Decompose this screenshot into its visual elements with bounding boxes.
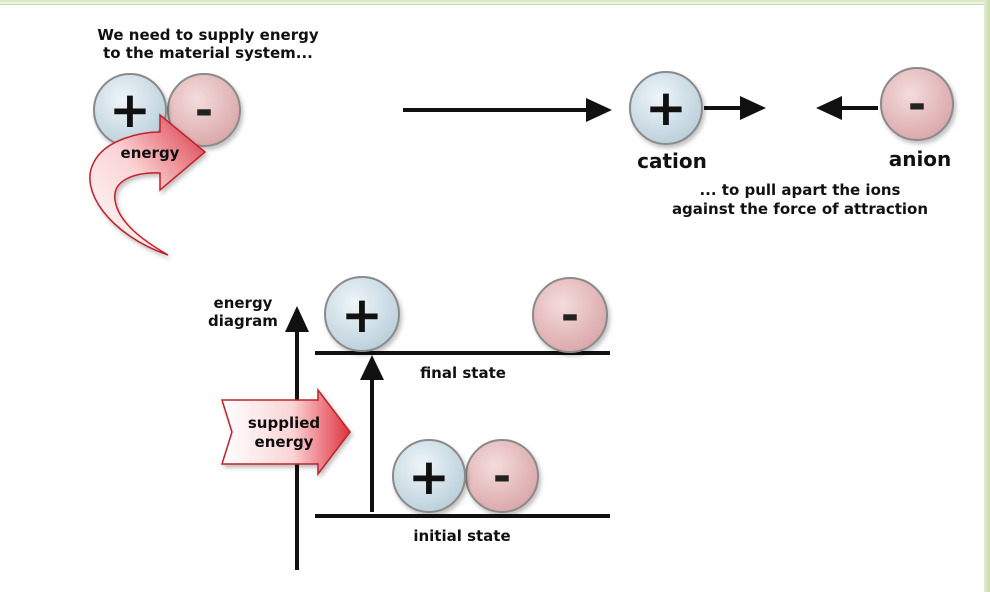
pull-apart-text-line1: ... to pull apart the ions bbox=[699, 181, 900, 199]
block-arrow-shape bbox=[220, 387, 351, 477]
separated-anion: - anion bbox=[816, 67, 954, 171]
energy-arrow-label: energy bbox=[121, 144, 180, 162]
axis-label-line2: diagram bbox=[208, 312, 278, 330]
bound-ion-pair-top: - + bbox=[93, 73, 241, 147]
transition-arrow-head-icon bbox=[360, 355, 384, 380]
cation-label: cation bbox=[637, 149, 707, 173]
energy-curved-arrow: energy bbox=[89, 113, 207, 256]
initial-state-label: initial state bbox=[413, 527, 510, 545]
minus-icon: - bbox=[195, 85, 213, 136]
minus-icon: - bbox=[493, 451, 511, 502]
anion-ion bbox=[880, 67, 954, 141]
intro-text-line1: We need to supply energy bbox=[97, 26, 318, 44]
axis-label-line1: energy bbox=[214, 294, 273, 312]
separated-cation: + cation bbox=[629, 71, 766, 173]
curved-arrow-shape bbox=[89, 113, 207, 256]
supplied-energy-label-line2: energy bbox=[255, 433, 314, 451]
anion-label: anion bbox=[889, 147, 952, 171]
pull-apart-text-line2: against the force of attraction bbox=[672, 200, 928, 218]
final-state-label: final state bbox=[420, 364, 506, 382]
minus-icon: - bbox=[908, 79, 926, 130]
supplied-energy-arrow: supplied energy bbox=[220, 387, 351, 477]
cation-ion bbox=[392, 439, 466, 513]
window-top-border bbox=[0, 0, 990, 5]
plus-icon: + bbox=[341, 286, 383, 344]
supplied-energy-label-line1: supplied bbox=[248, 414, 320, 432]
intro-text-line2: to the material system... bbox=[103, 44, 313, 62]
axis-arrow-up-icon bbox=[285, 306, 309, 332]
plus-icon: + bbox=[645, 79, 687, 137]
arrow-right-icon bbox=[740, 96, 766, 120]
minus-icon: - bbox=[561, 290, 579, 341]
window-right-border bbox=[984, 0, 990, 592]
separation-arrow bbox=[403, 98, 612, 122]
plus-icon: + bbox=[408, 448, 450, 506]
anion-ion bbox=[167, 73, 241, 147]
cation-ion bbox=[324, 276, 400, 352]
cation-ion bbox=[629, 71, 703, 145]
arrow-left-icon bbox=[816, 96, 842, 120]
anion-ion bbox=[532, 277, 608, 353]
energy-level-diagram: energy diagram final state initial state… bbox=[208, 276, 610, 570]
plus-icon: + bbox=[109, 81, 151, 139]
